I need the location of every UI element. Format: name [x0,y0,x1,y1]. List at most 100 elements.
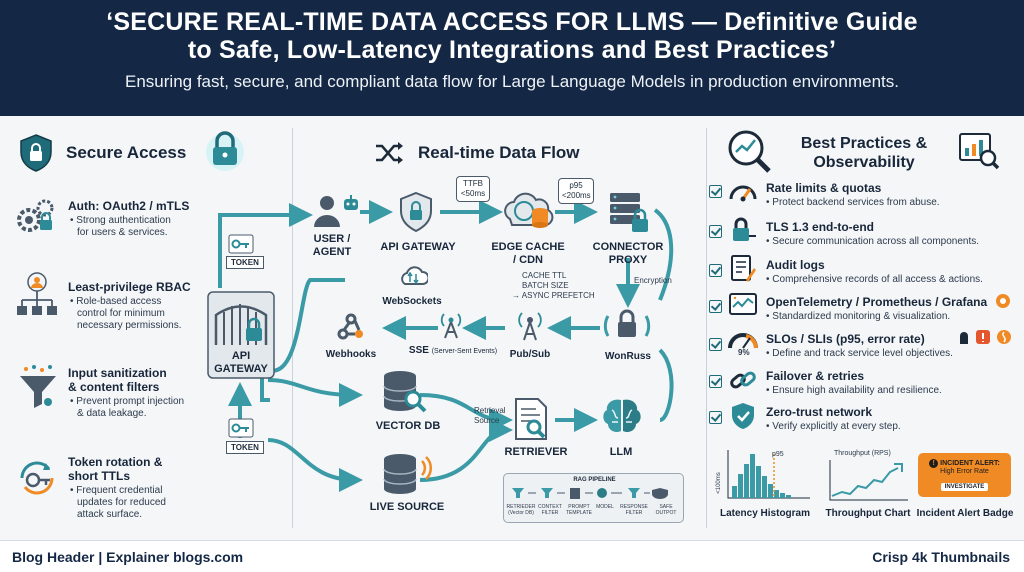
bp-otel-title: OpenTelemetry / Prometheus / Grafana [766,295,988,309]
connector-proxy-icon [610,193,648,232]
bp-rate-limits-title: Rate limits & quotas [766,181,882,195]
analytics-magnifier-icon [728,130,771,173]
secure-access-title: Secure Access [66,143,187,162]
audit-log-icon [731,255,756,282]
check-icon [709,411,722,424]
divider-left [292,128,293,528]
shuffle-icon [376,142,403,164]
token-rotation-icon [20,461,54,495]
rag-pipeline-box: RAG PIPELINE RETRIEDER(Vector DB) CONTEX… [503,473,684,523]
zero-trust-shield-icon [732,403,754,429]
footer: Blog Header | Explainer blogs.com Crisp … [0,540,1024,572]
auth-title: Auth: OAuth2 / mTLS [68,199,190,213]
edge-cache-cdn-icon [504,192,554,228]
encryption-label: Encryption [634,276,672,285]
dashboard-chart-icon [959,133,1000,170]
gateway-gate-icon [207,291,275,379]
throughput-chart-label: Throughput Chart [825,508,911,519]
webhooks-icon [337,313,363,340]
sanitization-desc: • Prevent prompt injection & data leakag… [70,396,185,419]
title-line-2: to Safe, Low-Latency Integrations and Be… [187,36,837,64]
throughput-chart [829,460,908,501]
incident-alert-badge: !INCIDENT ALERT: High Error Rate INVESTI… [918,453,1011,497]
header-banner: ‘SECURE REAL-TIME DATA ACCESS FOR LLMS —… [0,0,1024,116]
pubsub-label: Pub/Sub [509,349,551,360]
rag-step-retriever: RETRIEDER(Vector DB) [506,504,536,516]
live-source-label: LIVE SOURCE [369,501,445,513]
websockets-label: WebSockets [382,296,442,307]
latency-histogram-label: Latency Histogram [719,508,811,519]
check-icon [709,185,722,198]
throughput-chart-title: Throughput (RPS) [834,450,891,457]
key-icon [228,234,254,254]
llm-label: LLM [609,446,633,458]
shield-lock-icon [20,134,52,172]
user-agent-label: USER /AGENT [312,233,352,258]
page-title: ‘SECURE REAL-TIME DATA ACCESS FOR LLMS —… [0,0,1024,64]
alert-warning-icon: ! [929,459,939,468]
alert-title: !INCIDENT ALERT: [918,459,1011,468]
bp-rate-limits-desc: • Protect backend services from abuse. [766,197,940,208]
vector-db-label: VECTOR DB [375,420,441,432]
bp-failover-title: Failover & retries [766,369,865,383]
slo-gauge-icon [728,333,758,349]
auth-desc: • Strong authentication for users & serv… [70,215,171,238]
slo-gauge-value: 9% [738,348,750,357]
rbac-desc: • Role-based access control for minimum … [70,296,182,331]
check-icon [709,264,722,277]
sse-label: SSE (Server-Sent Events) [408,345,498,356]
bp-audit-logs-desc: • Comprehensive records of all access & … [766,274,983,285]
vector-db-icon [383,371,427,413]
bp-zero-trust-title: Zero-trust network [766,405,873,419]
pubsub-antenna-icon [518,312,542,341]
bp-zero-trust-desc: • Verify explicitly at every step. [766,421,901,432]
rbac-title: Least-privilege RBAC [68,280,191,294]
sanitization-title: Input sanitization & content filters [68,366,167,394]
org-chart-icon [17,272,57,315]
token-rotation-desc: • Frequent credential updates for reduce… [70,485,166,520]
live-source-icon [383,454,433,494]
user-agent-icon [314,195,358,227]
bp-failover-desc: • Ensure high availability and resilienc… [766,385,942,396]
ttfb-bubble: TTFB<50ms [456,176,490,202]
bp-otel-desc: • Standardized monitoring & visualizatio… [766,311,951,322]
investigate-button[interactable]: INVESTIGATE [940,483,989,491]
speedometer-icon [729,185,757,202]
rag-title: RAG PIPELINE [573,477,616,483]
llm-brain-icon [603,399,641,433]
funnel-filter-icon [20,365,56,408]
edge-cache-label: EDGE CACHE/ CDN [491,241,565,266]
best-practices-title: Best Practices &Observability [800,135,928,171]
api-gateway-label: API GATEWAY [380,241,456,253]
padlock-icon [206,131,244,171]
key-icon-bottom [228,418,254,438]
check-icon [709,225,722,238]
gears-icon [17,199,54,232]
websockets-cloud-icon [401,266,428,285]
retriever-doc-icon [515,398,547,440]
monitoring-screen-icon [729,293,757,315]
histogram-y-label: <100ms [715,472,722,494]
bp-tls-desc: • Secure communication across all compon… [766,236,980,247]
worker-lock-icon [603,309,651,337]
check-icon [709,300,722,313]
p95-bubble: p95<200ms [558,178,594,204]
cache-notes: CACHE TTL BATCH SIZE → ASYNC PREFETCH [512,271,595,300]
rag-step-model: MODEL [596,504,614,510]
retriever-label: RETRIEVER [504,446,568,458]
api-gateway-shield-icon [400,191,432,233]
check-icon [709,338,722,351]
bp-slo-desc: • Define and track service level objecti… [766,348,953,359]
failover-link-icon [730,371,756,389]
token-tag-top: TOKEN [226,256,264,269]
check-icon [709,375,722,388]
bp-audit-logs-title: Audit logs [766,258,825,272]
bp-tls-title: TLS 1.3 end-to-end [766,220,874,234]
